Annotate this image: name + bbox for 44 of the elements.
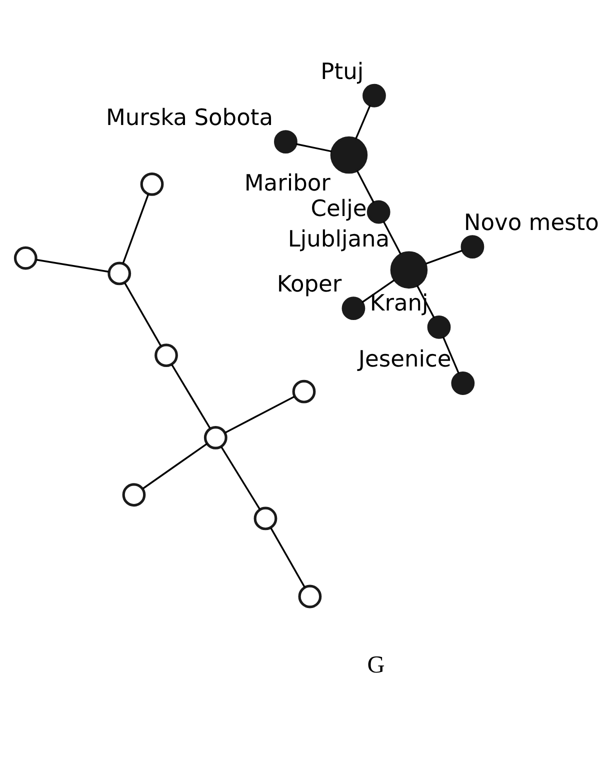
connector (416, 285, 435, 318)
connector (124, 282, 162, 346)
node-circle (14, 246, 38, 270)
node-label: Maribor (244, 170, 330, 196)
node-label: Celje (310, 196, 367, 222)
node-circle (298, 584, 322, 608)
connector (425, 250, 463, 265)
connector (224, 396, 295, 434)
connector (356, 170, 374, 203)
connector (142, 443, 208, 490)
label: G (367, 651, 385, 678)
connector (442, 336, 460, 374)
node-circle (427, 315, 451, 339)
node-circle (330, 136, 368, 174)
connector (122, 194, 150, 264)
node-circle (254, 506, 278, 530)
node-label: Murska Sobota (106, 105, 274, 132)
node-circle (460, 235, 484, 259)
node-circle (140, 172, 164, 196)
node-circle (342, 296, 366, 320)
connector (270, 528, 306, 588)
node-circle (122, 483, 146, 507)
node-label: Novo mesto (464, 210, 599, 236)
node-label: Kranj (370, 290, 428, 317)
connector (355, 104, 371, 140)
connector (171, 364, 211, 429)
connector (220, 446, 261, 510)
node-circle (108, 262, 132, 286)
node-circle (154, 344, 178, 368)
node-label: Jesenice (358, 346, 452, 373)
node-circle (366, 200, 390, 224)
node-circle (274, 130, 298, 154)
node-circle (451, 372, 475, 395)
node-circle (390, 251, 428, 289)
node-label: Koper (276, 272, 342, 298)
node-circle (204, 426, 228, 450)
connector (36, 258, 109, 273)
node-label: Ljubljana (288, 226, 390, 252)
connector (362, 279, 395, 304)
node-label: Ptuj (320, 58, 364, 85)
node-circle (362, 84, 386, 108)
connector (296, 143, 332, 152)
connector (382, 221, 402, 255)
node-circle (292, 380, 316, 404)
